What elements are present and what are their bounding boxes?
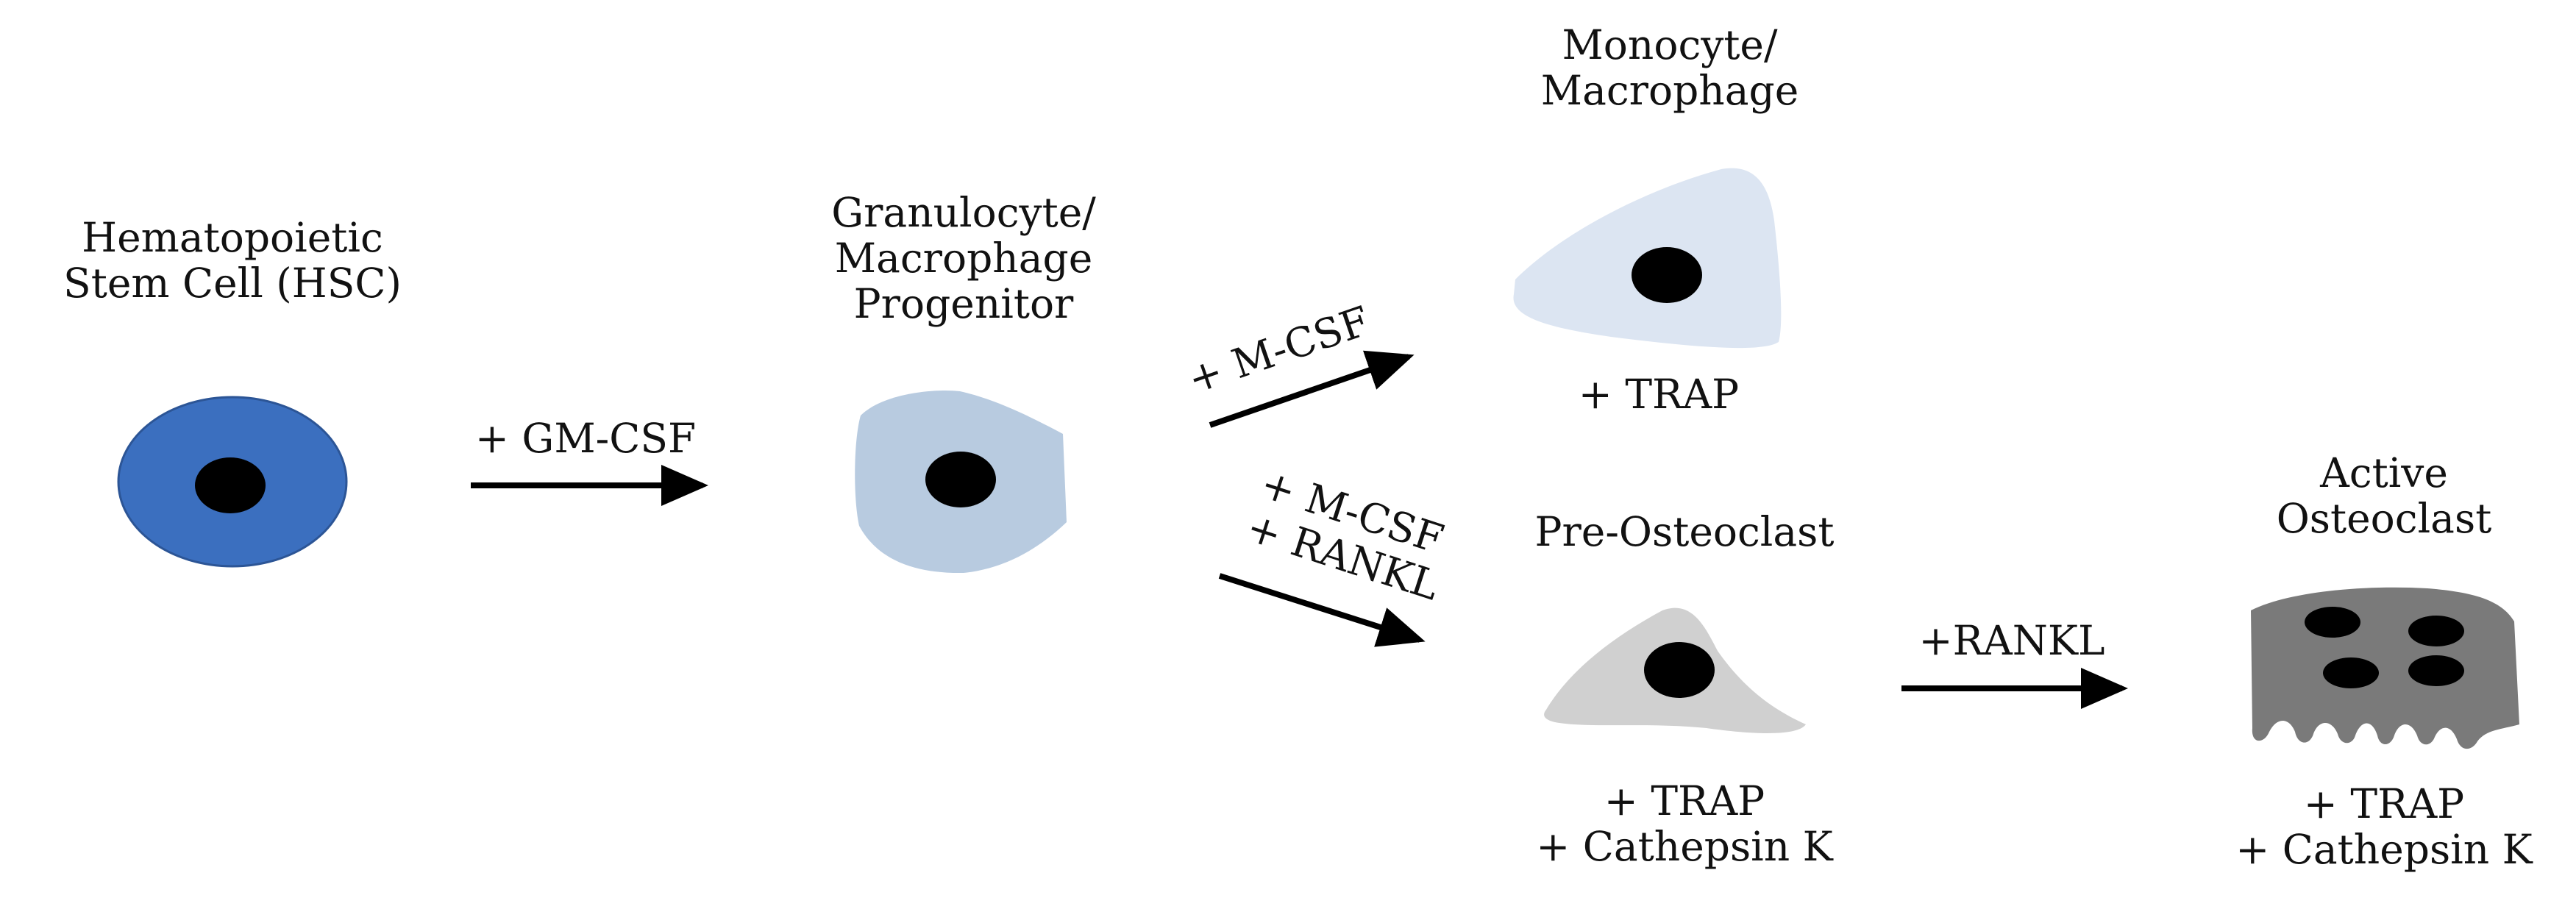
osteoclast-nucleus xyxy=(2323,657,2379,688)
progenitor-cell xyxy=(855,390,1067,574)
arrow-progenitor-to-monocyte xyxy=(1209,350,1415,428)
monocyte-nucleus xyxy=(1632,247,1702,303)
edge-label-rankl: +RANKL xyxy=(1918,617,2105,664)
osteoclast-title: Active Osteoclast xyxy=(2276,449,2492,542)
pre-osteoclast-title: Pre-Osteoclast xyxy=(1534,508,1835,555)
osteoclast-nucleus xyxy=(2408,655,2464,686)
monocyte-title: Monocyte/ Macrophage xyxy=(1540,21,1799,114)
progenitor-nucleus xyxy=(925,452,996,507)
edge-label-gm-csf: + GM-CSF xyxy=(474,415,697,462)
monocyte-markers: + TRAP xyxy=(1578,371,1740,418)
osteoclast-markers: + TRAP + Cathepsin K xyxy=(2235,780,2533,873)
pre-osteoclast-cell xyxy=(1544,607,1806,733)
hsc-nucleus xyxy=(195,457,266,513)
arrow-progenitor-to-pre-osteoclast xyxy=(1218,573,1426,647)
osteoclast-cell-body xyxy=(2251,587,2519,749)
hsc-cell xyxy=(117,396,348,568)
osteoclast-nucleus xyxy=(2305,607,2360,638)
pre-osteoclast-markers: + TRAP + Cathepsin K xyxy=(1536,777,1833,870)
monocyte-cell xyxy=(1513,168,1782,349)
osteoclast-nucleus xyxy=(2408,616,2464,646)
hsc-title: Hematopoietic Stem Cell (HSC) xyxy=(63,214,402,307)
pre-osteoclast-nucleus xyxy=(1644,642,1715,698)
osteoclast-cell xyxy=(2251,587,2519,749)
progenitor-title: Granulocyte/ Macrophage Progenitor xyxy=(831,189,1096,327)
